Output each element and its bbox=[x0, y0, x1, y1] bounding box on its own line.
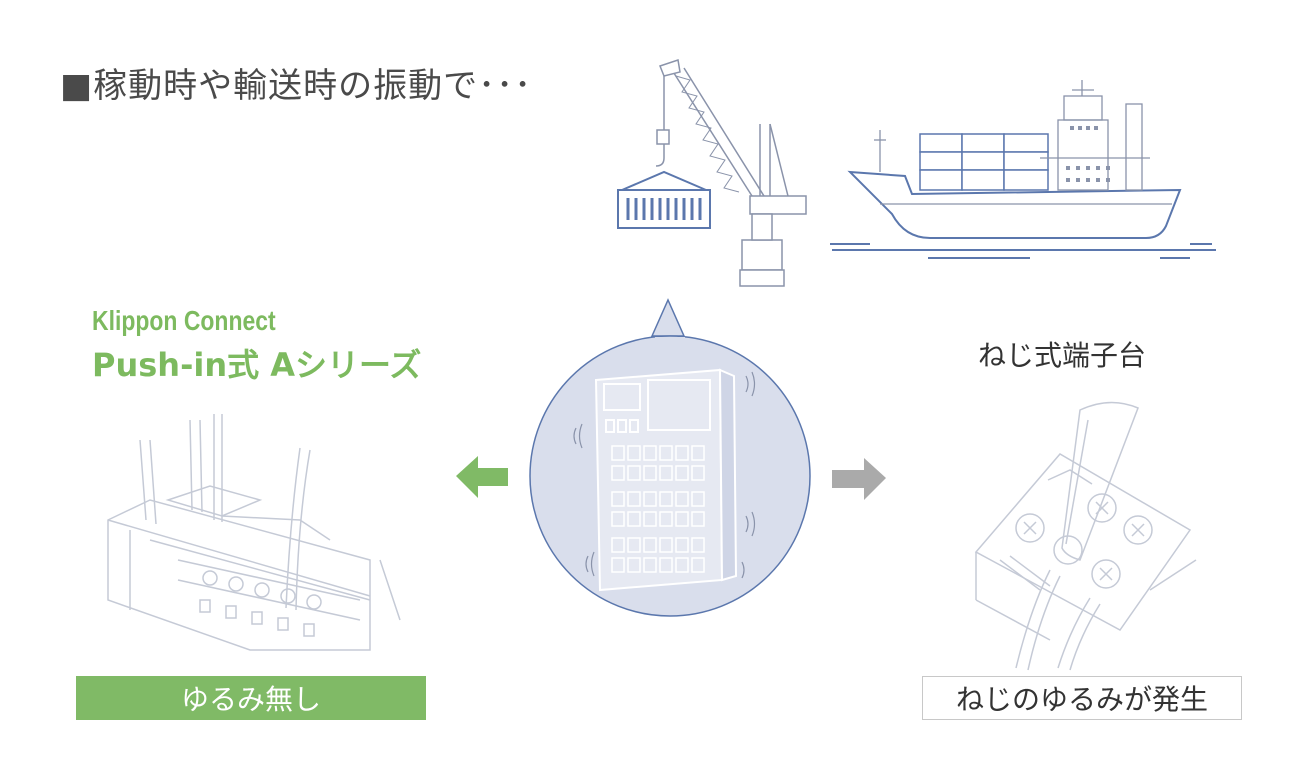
result-screw-loosening-label: ねじのゆるみが発生 bbox=[955, 683, 1208, 716]
screw-terminal-title: ねじ式端子台 bbox=[978, 339, 1147, 372]
brand-name: Klippon Connect bbox=[92, 305, 276, 336]
vibration-marks bbox=[573, 371, 756, 579]
product-series: Push-in式 Aシリーズ bbox=[92, 346, 422, 384]
result-no-loosening-badge: ゆるみ無し bbox=[76, 676, 426, 720]
heading-text: ■稼動時や輸送時の振動で･･･ bbox=[60, 66, 533, 106]
arrow-right-gray-icon bbox=[832, 458, 886, 500]
push-in-terminal-illustration bbox=[107, 414, 401, 651]
container-cargo bbox=[617, 170, 711, 229]
arrow-left-green-icon bbox=[456, 456, 508, 498]
cargo-ship-illustration bbox=[830, 80, 1216, 259]
result-screw-loosening-badge: ねじのゆるみが発生 bbox=[922, 676, 1242, 720]
control-cabinet-illustration bbox=[594, 368, 738, 592]
screw-terminal-illustration bbox=[974, 401, 1197, 671]
crane-illustration bbox=[655, 59, 807, 287]
section-heading: ■稼動時や輸送時の振動で･･･ bbox=[60, 58, 532, 107]
result-no-loosening-label: ゆるみ無し bbox=[180, 683, 321, 716]
